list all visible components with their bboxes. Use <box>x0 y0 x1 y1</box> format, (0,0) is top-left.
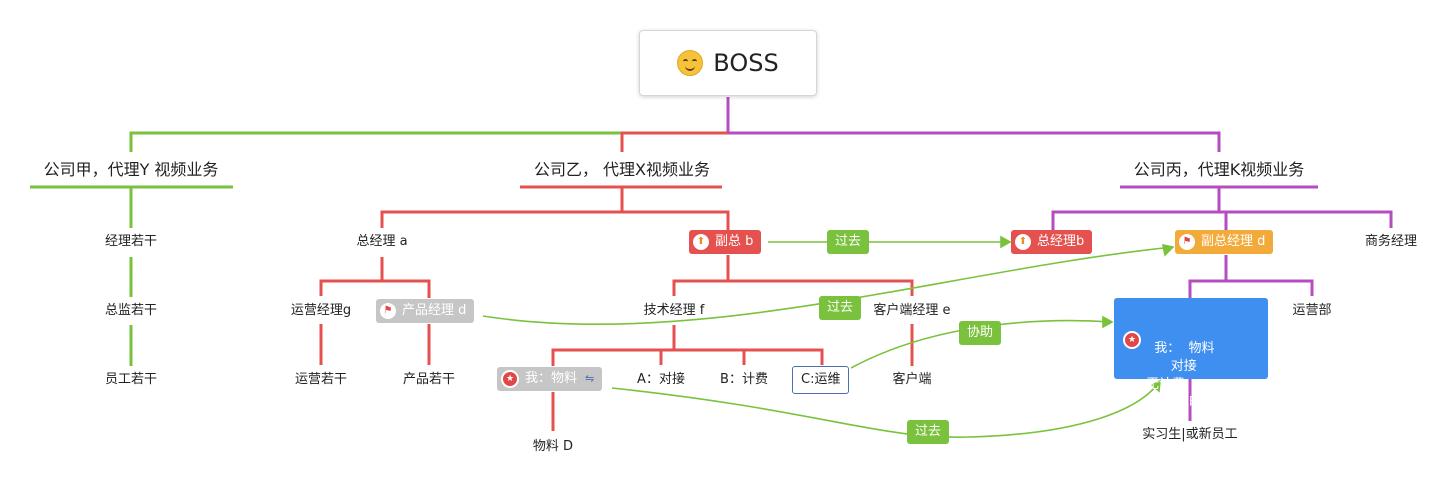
star-icon: ★ <box>1123 331 1141 349</box>
yi-product-manager-label: 产品经理 d <box>402 303 467 318</box>
boss-root-node[interactable]: BOSS <box>639 30 817 96</box>
bing-general-manager-label: 总经理b <box>1037 234 1085 249</box>
branch-company-bing[interactable]: 公司丙，代理K视频业务 <box>1133 160 1305 179</box>
branch-company-yi[interactable]: 公司乙， 代理X视频业务 <box>533 160 711 179</box>
note-icon: ⇋ <box>585 372 595 385</box>
bing-me-label: 我： 物料 对接 无计费 网络 暂时请 C 协助 <box>1146 341 1259 410</box>
bing-ops-dept-node[interactable]: 运营部 <box>1292 303 1332 318</box>
flag-icon: ⚑ <box>380 303 396 319</box>
yi-vice-president-label: 副总 b <box>715 234 754 249</box>
bing-business-manager-node[interactable]: 商务经理 <box>1364 234 1418 249</box>
relation-go-label[interactable]: 过去 <box>818 296 862 320</box>
yi-ops-staff-node[interactable]: 运营若干 <box>294 372 348 387</box>
relation-go-label[interactable]: 过去 <box>826 230 870 254</box>
flag-icon: ⚑ <box>1179 234 1195 250</box>
yi-task-a-node[interactable]: A：对接 <box>637 372 685 387</box>
yi-general-manager-node[interactable]: 总经理 a <box>356 234 408 249</box>
bing-general-manager-node[interactable]: ⬆ 总经理b <box>1011 230 1093 254</box>
boss-label: BOSS <box>713 49 779 77</box>
bing-me-node[interactable]: ★ 我： 物料 对接 无计费 网络 暂时请 C 协助 <box>1114 298 1268 410</box>
yi-me-materials-label: 我：物料 <box>525 371 578 386</box>
smiley-icon <box>677 50 704 76</box>
yi-task-c-node[interactable]: C:运维 <box>792 366 850 394</box>
yi-client-node[interactable]: 客户端 <box>892 372 932 387</box>
bing-vice-president-label: 副总经理 d <box>1201 234 1266 249</box>
yi-vice-president-node[interactable]: ⬆ 副总 b <box>689 230 762 254</box>
relation-go-label[interactable]: 过去 <box>906 420 950 444</box>
relation-assist-label[interactable]: 协助 <box>958 321 1002 345</box>
yi-tech-manager-node[interactable]: 技术经理 f <box>643 303 705 318</box>
up-arrow-icon: ⬆ <box>693 234 709 250</box>
jia-directors-node[interactable]: 总监若干 <box>104 303 158 318</box>
star-icon: ★ <box>501 370 519 388</box>
up-arrow-icon: ⬆ <box>1015 234 1031 250</box>
yi-client-manager-node[interactable]: 客户端经理 e <box>873 303 951 318</box>
bing-vice-president-node[interactable]: ⚑ 副总经理 d <box>1175 230 1274 254</box>
jia-managers-node[interactable]: 经理若干 <box>104 234 158 249</box>
branch-company-jia[interactable]: 公司甲，代理Y 视频业务 <box>43 160 219 179</box>
yi-ops-manager-node[interactable]: 运营经理g <box>290 303 352 318</box>
bing-intern-node[interactable]: 实习生|或新员工 <box>1142 427 1238 442</box>
yi-me-materials-node[interactable]: ★ 我：物料 ⇋ <box>497 367 603 391</box>
jia-staff-node[interactable]: 员工若干 <box>104 372 158 387</box>
yi-materials-d-node[interactable]: 物料 D <box>532 439 574 454</box>
yi-product-manager-node[interactable]: ⚑ 产品经理 d <box>376 299 475 323</box>
yi-task-b-node[interactable]: B：计费 <box>720 372 768 387</box>
yi-product-staff-node[interactable]: 产品若干 <box>402 372 456 387</box>
